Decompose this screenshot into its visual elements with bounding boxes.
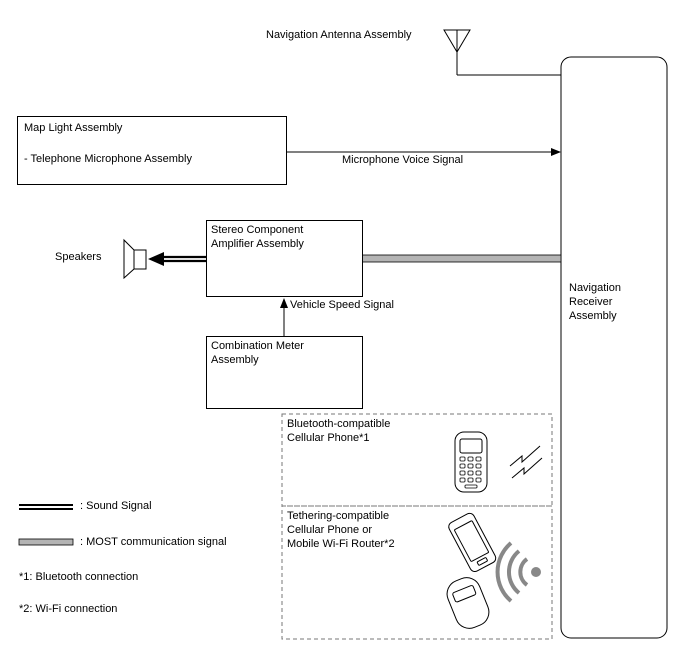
bluetooth-signal-icon: [509, 445, 543, 479]
cellular-phone-icon: [454, 431, 488, 493]
note-bluetooth: *1: Bluetooth connection: [19, 571, 139, 583]
combination-meter-box: Combination Meter Assembly: [206, 336, 363, 409]
navigation-receiver-label-2: Receiver: [569, 296, 613, 308]
combination-meter-label-2: Assembly: [211, 354, 259, 366]
tethering-label-2: Cellular Phone or: [287, 524, 372, 536]
wifi-router-icon: [446, 577, 490, 629]
legend-most-label: : MOST communication signal: [80, 536, 227, 548]
tethering-device-group: [281, 505, 553, 640]
antenna-icon: [443, 29, 561, 76]
tethering-label-1: Tethering-compatible: [287, 510, 390, 522]
stereo-amplifier-label-1: Stereo Component: [211, 224, 304, 236]
microphone-signal-label: Microphone Voice Signal: [342, 154, 464, 166]
bluetooth-phone-label-2: Cellular Phone*1: [287, 432, 370, 444]
wifi-signal-icon: [495, 541, 541, 603]
smartphone-icon: [448, 512, 497, 573]
bluetooth-phone-label-1: Bluetooth-compatible: [287, 418, 391, 430]
speaker-icon: [123, 238, 147, 280]
navigation-receiver-label-1: Navigation: [569, 282, 621, 294]
legend-most-swatch: [18, 538, 74, 546]
map-light-assembly-box: Map Light Assembly - Telephone Microphon…: [17, 116, 287, 185]
stereo-amplifier-label-2: Amplifier Assembly: [211, 238, 304, 250]
sound-signal-line: [148, 252, 207, 266]
map-light-label: Map Light Assembly: [24, 122, 123, 134]
legend-sound-label: : Sound Signal: [80, 500, 152, 512]
telephone-microphone-label: - Telephone Microphone Assembly: [24, 153, 192, 165]
navigation-antenna-label: Navigation Antenna Assembly: [266, 29, 412, 41]
navigation-receiver-label-3: Assembly: [569, 310, 617, 322]
legend-sound-swatch: [19, 504, 73, 510]
vehicle-speed-signal-label: Vehicle Speed Signal: [290, 299, 394, 311]
note-wifi: *2: Wi-Fi connection: [19, 603, 118, 615]
combination-meter-label-1: Combination Meter: [211, 340, 304, 352]
tethering-label-3: Mobile Wi-Fi Router*2: [287, 538, 395, 550]
most-signal-line: [361, 254, 562, 263]
stereo-amplifier-box: Stereo Component Amplifier Assembly: [206, 220, 363, 297]
navigation-receiver-box: [560, 56, 668, 639]
speakers-label: Speakers: [55, 251, 102, 263]
